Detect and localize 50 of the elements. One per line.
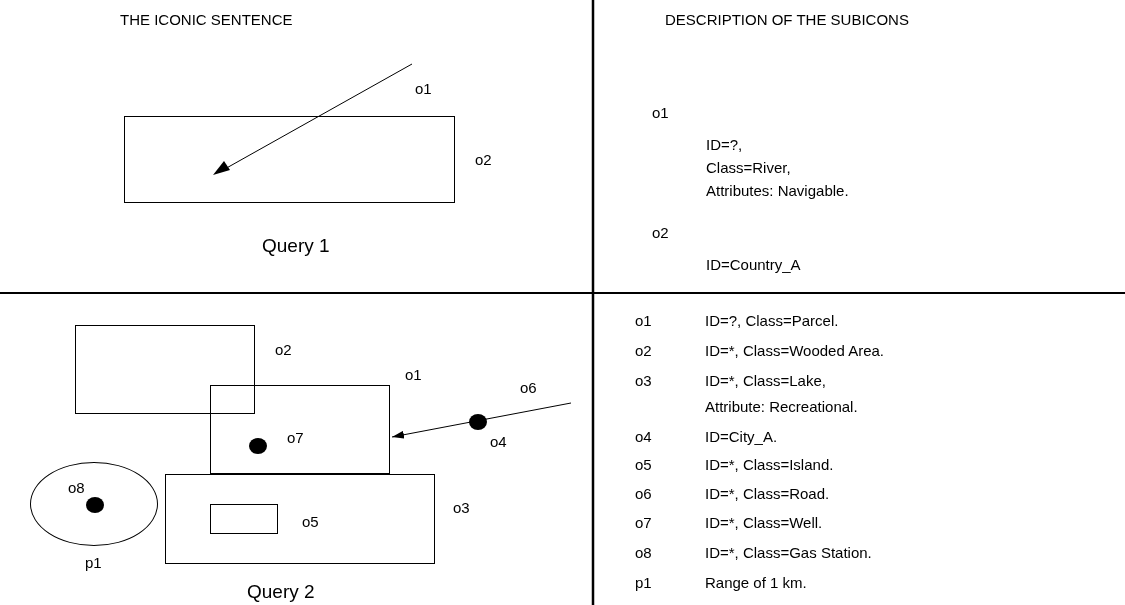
description-text: ID=*, Class=Well.	[705, 514, 823, 532]
description-text: ID=*, Class=Lake,	[705, 372, 826, 390]
rectangle-shape	[210, 385, 390, 474]
section-heading: DESCRIPTION OF THE SUBICONS	[665, 11, 909, 29]
object-label: o8	[68, 479, 85, 497]
description-text: ID=*, Class=Wooded Area.	[705, 342, 884, 360]
description-text: ID=*, Class=Gas Station.	[705, 544, 872, 562]
point-dot	[249, 438, 267, 454]
road-arrow	[391, 402, 572, 439]
object-label: o2	[275, 341, 292, 359]
query-caption: Query 1	[262, 234, 330, 257]
object-label: o1	[405, 366, 422, 384]
edge-label: o6	[520, 379, 537, 397]
object-label: o3	[453, 499, 470, 517]
object-label: o1	[415, 80, 432, 98]
object-label: o6	[635, 485, 652, 503]
object-label: o8	[635, 544, 652, 562]
description-text: Attributes: Navigable.	[706, 182, 849, 200]
rectangle-shape	[165, 474, 435, 564]
object-label: o7	[287, 429, 304, 447]
object-label: o2	[475, 151, 492, 169]
description-text: ID=City_A.	[705, 428, 778, 446]
object-label: p1	[635, 574, 652, 592]
object-label: o4	[490, 433, 507, 451]
object-label: o4	[635, 428, 652, 446]
description-text: ID=*, Class=Road.	[705, 485, 830, 503]
rectangle-shape	[210, 504, 278, 534]
point-dot	[469, 414, 487, 430]
object-label: o5	[635, 456, 652, 474]
section-heading: THE ICONIC SENTENCE	[120, 11, 293, 29]
object-label: o1	[635, 312, 652, 330]
description-text: ID=Country_A	[706, 256, 801, 274]
rectangle-shape	[75, 325, 255, 414]
description-text: ID=*, Class=Island.	[705, 456, 834, 474]
object-label: o2	[652, 224, 669, 242]
object-label: o5	[302, 513, 319, 531]
query-caption: Query 2	[247, 580, 315, 603]
point-dot	[86, 497, 104, 513]
river-arrow	[211, 64, 412, 177]
description-text: Attribute: Recreational.	[705, 398, 858, 416]
description-text: Class=River,	[706, 159, 791, 177]
object-label: o1	[652, 104, 669, 122]
description-text: ID=?,	[706, 136, 743, 154]
description-text: Range of 1 km.	[705, 574, 807, 592]
object-label: o2	[635, 342, 652, 360]
object-label: o3	[635, 372, 652, 390]
object-label: o7	[635, 514, 652, 532]
description-text: ID=?, Class=Parcel.	[705, 312, 839, 330]
rectangle-shape	[124, 116, 455, 203]
object-label: p1	[85, 554, 102, 572]
